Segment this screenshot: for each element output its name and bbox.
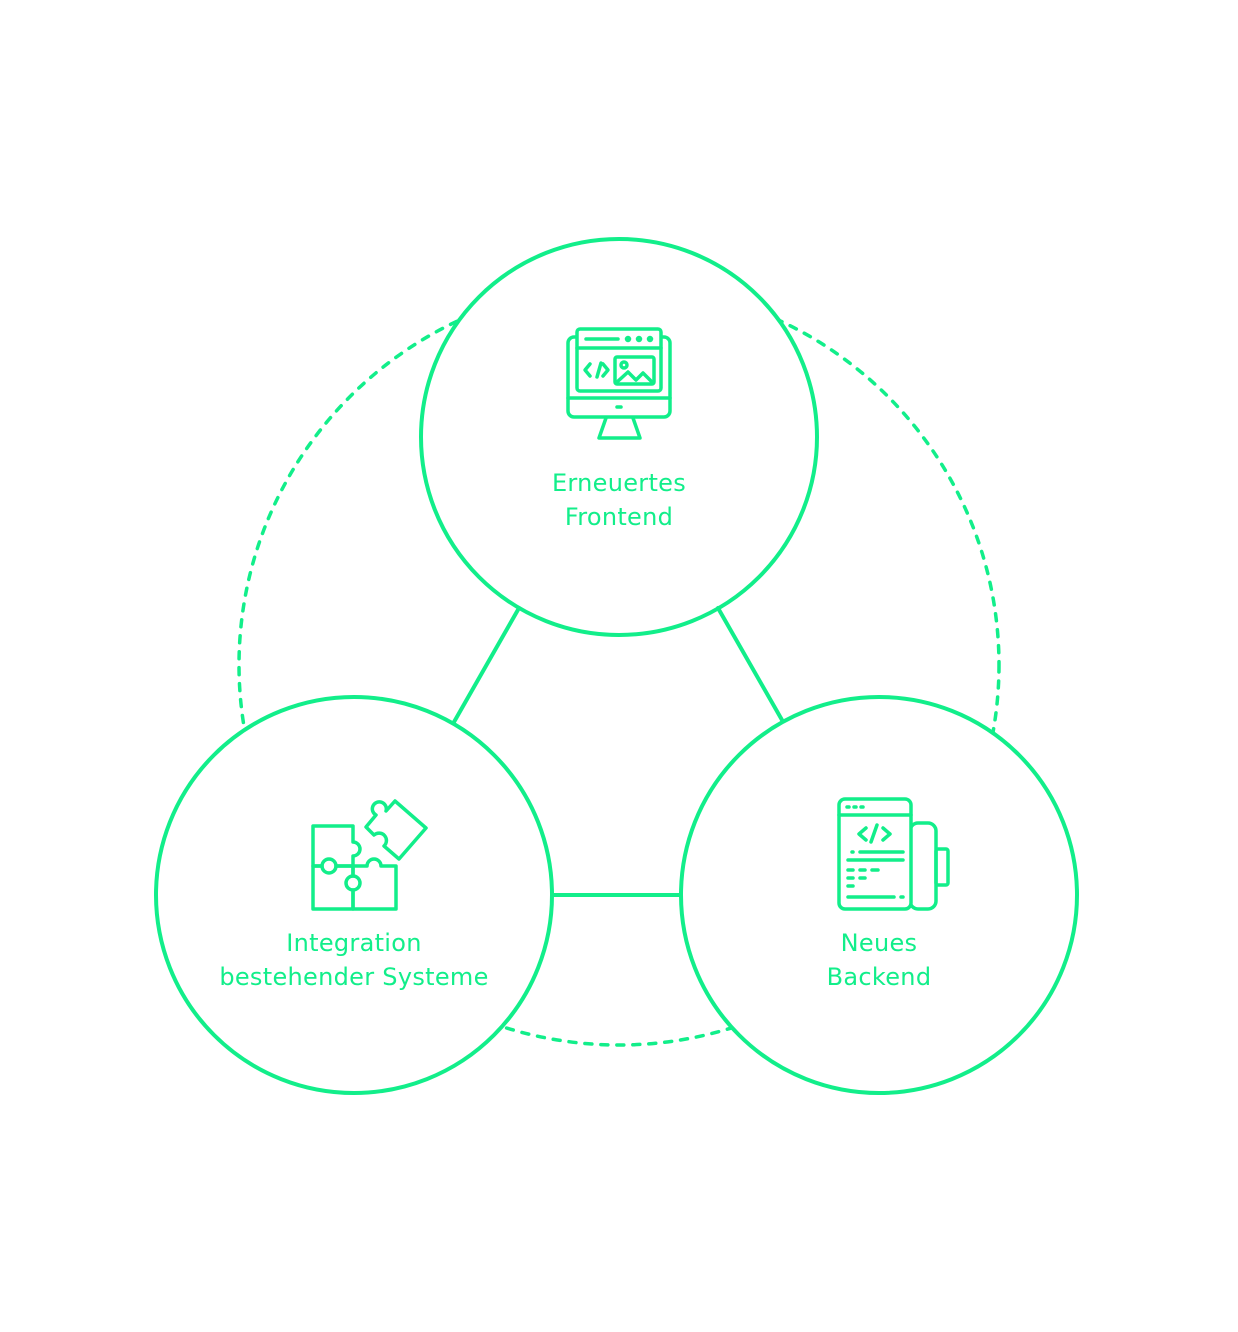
outer-dashed-ring <box>237 283 1001 1047</box>
node-circle-backend <box>679 695 1079 1095</box>
node-label-backend: Neues Backend <box>827 926 932 994</box>
label-line: Erneuertes <box>551 469 687 497</box>
node-circle-frontend <box>419 237 819 637</box>
connector-frontend-backend <box>716 606 784 722</box>
node-circle-integration <box>154 695 554 1095</box>
label-line: Backend <box>826 963 932 991</box>
label-line: Neues <box>840 929 918 957</box>
label-line: Integration <box>286 929 422 957</box>
label-line: Frontend <box>564 503 674 531</box>
node-label-integration: Integration bestehender Systeme <box>219 926 488 994</box>
puzzle-icon <box>311 799 428 911</box>
monitor-code-icon <box>566 327 672 440</box>
connector-frontend-integration <box>452 606 521 724</box>
node-label-frontend: Erneuertes Frontend <box>552 466 686 534</box>
code-document-icon <box>837 797 950 911</box>
label-line: bestehender Systeme <box>219 963 489 991</box>
